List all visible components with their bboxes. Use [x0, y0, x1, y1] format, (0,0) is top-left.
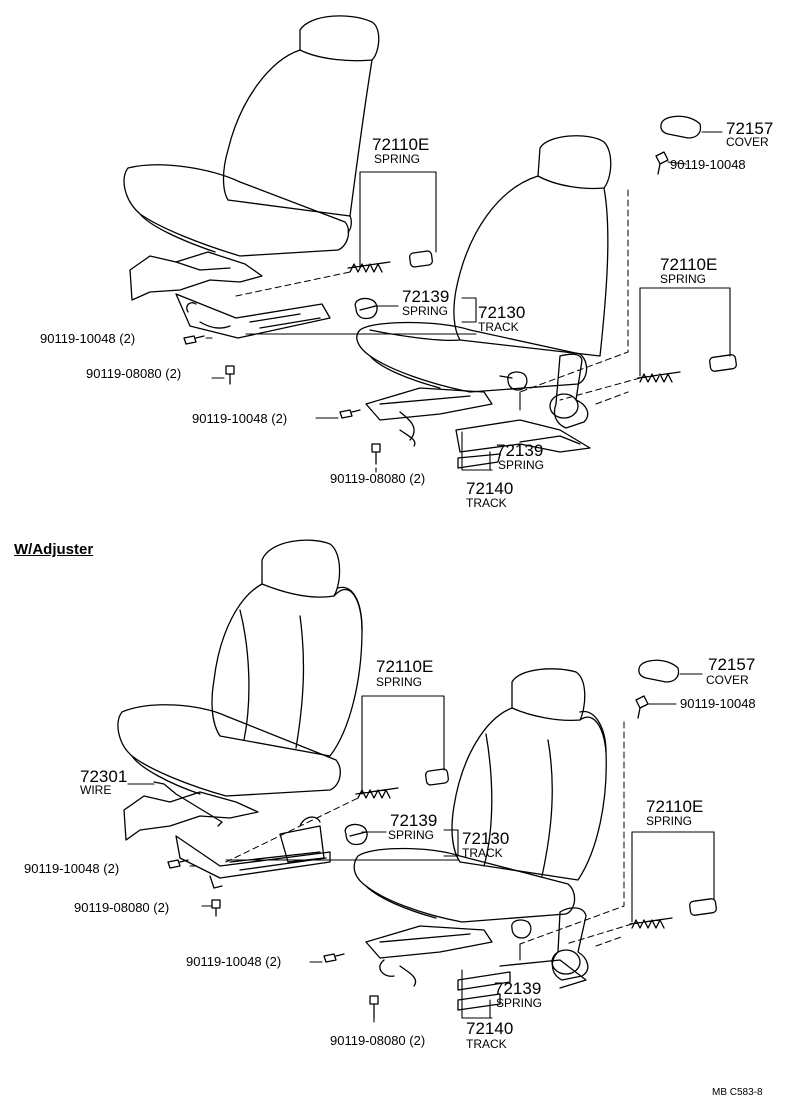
- top-spring-parts: [348, 251, 737, 390]
- bottom-spring-coil-rear: [630, 918, 672, 928]
- bottom-spring-rear-number: 72110E: [646, 797, 704, 816]
- bottom-spring-front-name: SPRING: [376, 675, 423, 689]
- top-small-spring-right-name: SPRING: [498, 458, 545, 472]
- bottom-left-seat-rail-frame: [176, 836, 330, 878]
- top-small-spring-right-number: 72139: [496, 441, 544, 460]
- top-bolt-left-upper-part-number: 90119-10048 (2): [40, 331, 136, 346]
- bottom-small-spring-right-name: SPRING: [496, 996, 543, 1010]
- top-left-seat-headrest: [300, 16, 379, 61]
- top-spring-sleeve-front: [409, 251, 433, 268]
- bottom-spring-coil-front: [356, 788, 398, 798]
- bottom-track-right-name: TRACK: [466, 1037, 507, 1051]
- bottom-cover-name: COVER: [706, 673, 749, 687]
- top-small-spring-left: [355, 298, 377, 318]
- bottom-track-right-number: 72140: [466, 1019, 514, 1038]
- bottom-wire-number: 72301: [80, 767, 128, 786]
- bottom-cover-bolt-part-number: 90119-10048: [680, 696, 756, 711]
- bottom-cover-number: 72157: [708, 655, 756, 674]
- top-left-seat-base: [130, 252, 262, 300]
- bottom-small-spring-right-number: 72139: [494, 979, 542, 998]
- top-left-seat-cushion: [124, 165, 349, 256]
- top-bolt-symbols: [184, 152, 668, 464]
- bottom-right-seat-headrest: [512, 669, 585, 721]
- bottom-track-left-number: 72130: [462, 829, 510, 848]
- top-diagram: [124, 16, 737, 472]
- bottom-leader-lines: [128, 674, 714, 1022]
- bottom-left-seat-base: [124, 792, 258, 840]
- top-left-seat-rail-frame: [176, 294, 330, 338]
- section-title: W/Adjuster: [14, 541, 94, 558]
- bottom-right-seat-rear-bracket: [552, 908, 587, 980]
- top-track-right-number: 72140: [466, 479, 514, 498]
- bottom-right-seat-cushion: [354, 849, 574, 923]
- bottom-spring-parts: [345, 769, 717, 938]
- top-right-seat-backrest: [454, 176, 608, 356]
- bottom-small-spring-right: [512, 920, 531, 938]
- bottom-small-spring-left: [345, 824, 367, 844]
- top-spring-rear-name: SPRING: [660, 272, 707, 286]
- top-right-seat-illustration: [357, 136, 611, 468]
- bottom-small-spring-left-name: SPRING: [388, 828, 435, 842]
- top-spring-coil-rear: [638, 372, 680, 382]
- top-left-seat-backrest: [224, 50, 373, 216]
- top-cover-bolt-part-number: 90119-10048: [670, 157, 746, 172]
- bottom-wire-name: WIRE: [80, 783, 112, 797]
- top-dashed-leaders: [236, 190, 640, 404]
- bottom-bolt-left-upper-part-number: 90119-10048 (2): [24, 861, 120, 876]
- top-small-spring-left-name: SPRING: [402, 304, 449, 318]
- top-spring-front-number: 72110E: [372, 135, 430, 154]
- top-track-left-name: TRACK: [478, 320, 519, 334]
- top-bolt-left-lower-part-number: 90119-08080 (2): [86, 366, 182, 381]
- bottom-bolt-left-lower-part-number: 90119-08080 (2): [74, 900, 170, 915]
- diagram-code: MB C583-8: [712, 1087, 763, 1098]
- bottom-dashed-leaders: [226, 722, 632, 946]
- top-right-seat-cushion: [357, 323, 587, 393]
- bottom-right-seat-illustration: [354, 669, 606, 1010]
- top-leader-lines: [206, 132, 730, 472]
- top-spring-coil-front: [348, 262, 390, 272]
- bottom-spring-sleeve-rear: [689, 898, 717, 915]
- bottom-spring-rear-name: SPRING: [646, 814, 693, 828]
- bottom-small-spring-left-number: 72139: [390, 811, 438, 830]
- top-bolt-right-lower-part-number: 90119-08080 (2): [330, 471, 426, 486]
- bottom-left-seat-cushion: [118, 705, 340, 796]
- bottom-left-seat-backrest: [212, 584, 362, 756]
- bottom-wire-part: [154, 782, 222, 826]
- top-track-right-name: TRACK: [466, 496, 507, 510]
- top-track-left-number: 72130: [478, 303, 526, 322]
- bottom-spring-sleeve-front: [425, 769, 449, 786]
- bottom-cover-part: [639, 660, 679, 682]
- bottom-right-seat-rail-frame: [366, 926, 492, 958]
- top-right-seat-headrest: [538, 136, 611, 189]
- top-small-spring-right: [508, 372, 527, 390]
- bottom-left-seat-illustration: [118, 540, 362, 888]
- bottom-left-seat-headrest: [262, 540, 340, 597]
- bottom-bolt-right-upper-part-number: 90119-10048 (2): [186, 954, 282, 969]
- top-cover-number: 72157: [726, 119, 774, 138]
- top-right-seat-rail-frame: [366, 388, 492, 420]
- top-right-seat-rear-bracket: [554, 354, 587, 428]
- top-cover-name: COVER: [726, 135, 769, 149]
- top-spring-rear-number: 72110E: [660, 255, 718, 274]
- top-spring-front-name: SPRING: [374, 152, 421, 166]
- top-small-spring-left-number: 72139: [402, 287, 450, 306]
- top-bolt-right-upper-part-number: 90119-10048 (2): [192, 411, 288, 426]
- bottom-diagram: [118, 540, 717, 1022]
- bottom-bolt-right-lower-part-number: 90119-08080 (2): [330, 1033, 426, 1048]
- top-spring-sleeve-rear: [709, 354, 737, 371]
- bottom-track-left-name: TRACK: [462, 846, 503, 860]
- top-left-seat-illustration: [124, 16, 379, 338]
- top-cover-part: [661, 116, 701, 138]
- bottom-spring-front-number: 72110E: [376, 657, 434, 676]
